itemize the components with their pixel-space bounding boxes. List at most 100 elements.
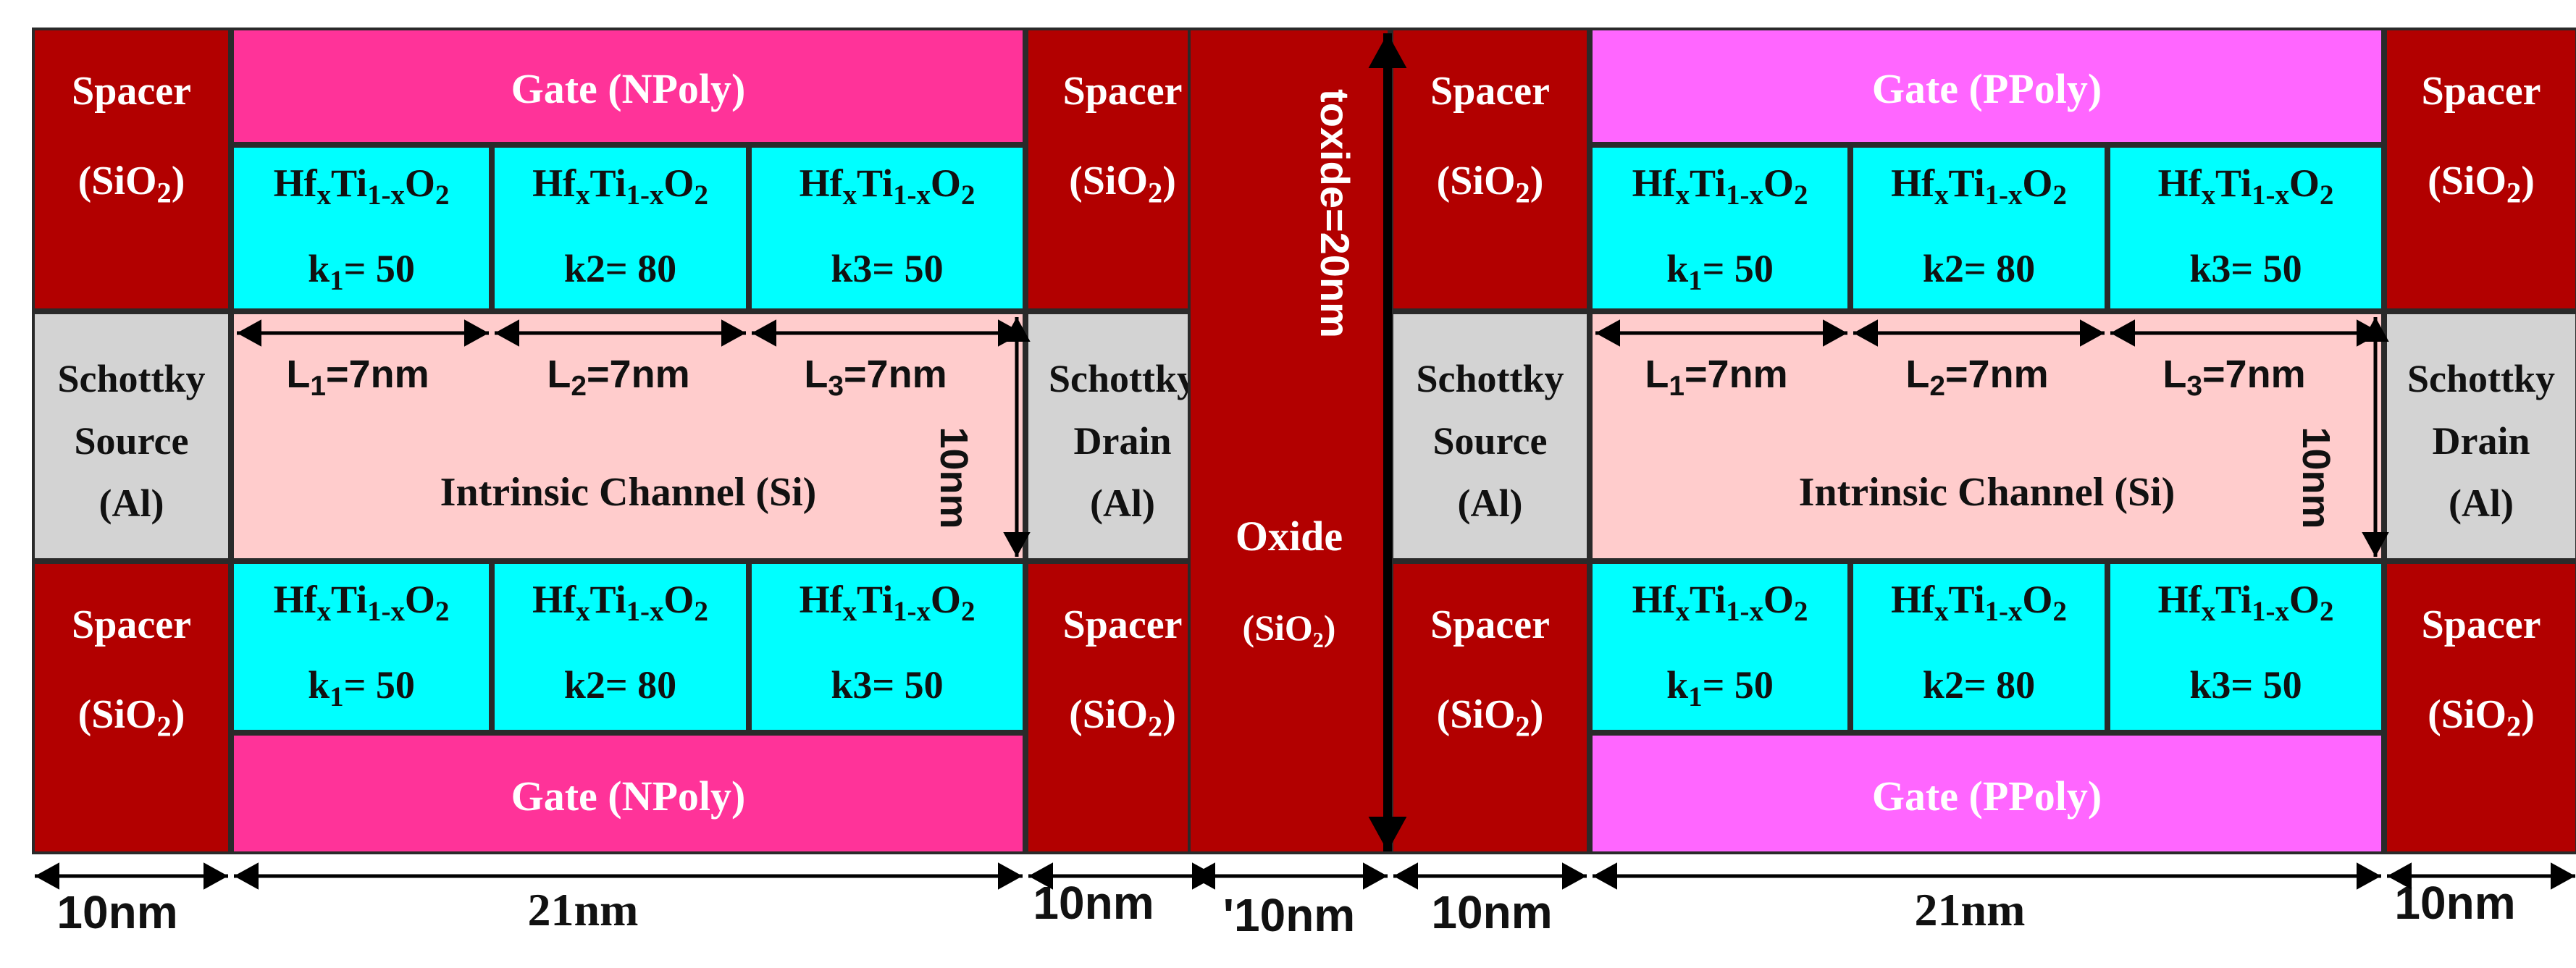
- length-prefix: L: [1905, 353, 1930, 396]
- oxide-width-dim-arrow: [1191, 862, 1388, 890]
- length-subscript: 2: [1929, 370, 1946, 402]
- contact-line-2: Drain: [1073, 419, 1172, 463]
- dielectric-one-minus-x: 1-x: [626, 595, 664, 627]
- right-device-drain-spacer-bottom: Spacer(SiO2): [2384, 561, 2576, 854]
- dielectric-hf: Hf: [799, 161, 843, 205]
- dielectric-x: x: [1675, 179, 1690, 211]
- dielectric-one-minus-x: 1-x: [1726, 595, 1763, 627]
- spacer-material-subscript: 2: [1515, 176, 1530, 209]
- contact-line-1: Schottky: [1416, 357, 1564, 400]
- channel-label: Intrinsic Channel (Si): [440, 470, 817, 515]
- dielectric-o: O: [2288, 161, 2320, 205]
- dielectric-formula: HfxTi1-xO2: [752, 164, 1023, 210]
- spacer-material-prefix: (SiO: [77, 159, 157, 203]
- contact-line-2: Source: [1432, 419, 1548, 463]
- dim-right-drain-spacer: 10nm: [2394, 877, 2516, 929]
- dielectric-k-value: k3= 50: [831, 247, 944, 290]
- right-device-spacer-dim-arrow: [1393, 862, 1587, 890]
- spacer-material-suffix: ): [1162, 159, 1176, 203]
- spacer-material: (SiO2): [35, 694, 228, 741]
- dielectric-one-minus-x: 1-x: [2252, 179, 2289, 211]
- dielectric-x: x: [576, 179, 590, 211]
- dielectric-x: x: [316, 179, 332, 211]
- spacer-material-suffix: ): [171, 692, 185, 737]
- dielectric-x: x: [2201, 179, 2216, 211]
- length-prefix: L: [2162, 353, 2187, 396]
- spacer-label: Spacer: [1430, 69, 1550, 114]
- k-prefix: k: [308, 247, 330, 290]
- spacer-material: (SiO2): [2387, 694, 2575, 741]
- dielectric-formula: HfxTi1-xO2: [1593, 164, 1847, 210]
- dielectric-two: 2: [435, 595, 450, 627]
- dielectric-o: O: [930, 578, 961, 621]
- spacer-material-subscript: 2: [1148, 176, 1163, 209]
- dielectric-two: 2: [2319, 179, 2334, 211]
- dielectric-ti: Ti: [590, 578, 626, 621]
- dielectric-two: 2: [960, 179, 976, 211]
- dielectric-o: O: [2022, 578, 2053, 621]
- spacer-material-prefix: (SiO: [1069, 692, 1149, 737]
- left-device-drain-spacer-top: Spacer(SiO2): [1025, 28, 1220, 311]
- dielectric-two: 2: [435, 179, 450, 211]
- contact-line-3: (Al): [98, 481, 164, 525]
- left-device-l2-arrow: [495, 319, 746, 347]
- gate-label: Gate (PPoly): [1871, 773, 2102, 820]
- length-value: =7nm: [844, 353, 947, 396]
- spacer-material: (SiO2): [1028, 161, 1217, 208]
- left-device-thickness-arrow: [1003, 317, 1031, 557]
- dielectric-one-minus-x: 1-x: [1984, 179, 2023, 211]
- spacer-material: (SiO2): [35, 161, 228, 208]
- dielectric-k-value: k3= 50: [831, 663, 944, 707]
- spacer-label: Spacer: [72, 69, 191, 114]
- right-device-source-spacer-bottom: Spacer(SiO2): [1390, 561, 1590, 854]
- dim-right-spacer: 10nm: [1431, 886, 1553, 938]
- right-device-drain-spacer-top: Spacer(SiO2): [2384, 28, 2576, 311]
- length-value: =7nm: [1945, 353, 2049, 396]
- dielectric-x: x: [576, 595, 590, 627]
- channel-length-l3: L3=7nm: [789, 355, 962, 401]
- dielectric-k-value: k3= 50: [2189, 663, 2302, 707]
- dielectric-hf: Hf: [2157, 161, 2202, 205]
- spacer-material-suffix: ): [1530, 159, 1544, 203]
- spacer-material-subscript: 2: [1148, 710, 1163, 743]
- spacer-material-subscript: 2: [2506, 710, 2522, 743]
- dielectric-x: x: [2201, 595, 2216, 627]
- dielectric-k-value: k1= 50: [1593, 665, 1847, 712]
- spacer-material-subscript: 2: [2506, 176, 2522, 209]
- dielectric-one-minus-x: 1-x: [1726, 179, 1763, 211]
- dielectric-ti: Ti: [2215, 161, 2252, 205]
- oxide-label: Oxide: [1235, 513, 1343, 560]
- spacer-material-suffix: ): [171, 159, 185, 203]
- dielectric-hf: Hf: [2157, 578, 2202, 621]
- spacer-material-suffix: ): [2521, 692, 2535, 737]
- dielectric-x: x: [1934, 595, 1949, 627]
- dielectric-hf: Hf: [799, 578, 843, 621]
- dielectric-k-value: k1= 50: [234, 665, 489, 712]
- dielectric-o: O: [663, 161, 695, 205]
- contact-line-1: Schottky: [2407, 357, 2556, 400]
- channel-length-l2: L2=7nm: [1890, 355, 2064, 401]
- dielectric-ti: Ti: [590, 161, 626, 205]
- left-device-drain-spacer-bottom: Spacer(SiO2): [1025, 561, 1220, 854]
- channel-length-l1: L1=7nm: [271, 355, 445, 401]
- spacer-material-prefix: (SiO: [2428, 692, 2507, 737]
- dielectric-x: x: [1934, 179, 1949, 211]
- k-number: = 50: [343, 663, 415, 707]
- spacer-material-prefix: (SiO: [1069, 159, 1149, 203]
- dielectric-o: O: [663, 578, 695, 621]
- dim-left-drain-spacer: 10nm: [1033, 877, 1154, 929]
- dielectric-k-value: k2= 80: [563, 663, 677, 707]
- length-value: =7nm: [2202, 353, 2306, 396]
- dielectric-formula: HfxTi1-xO2: [495, 164, 746, 210]
- length-value: =7nm: [326, 353, 429, 396]
- right-device-gate-top: Gate (PPoly): [1590, 28, 2384, 145]
- dielectric-formula: HfxTi1-xO2: [2110, 580, 2381, 626]
- dielectric-x: x: [1675, 595, 1690, 627]
- length-subscript: 2: [571, 370, 587, 402]
